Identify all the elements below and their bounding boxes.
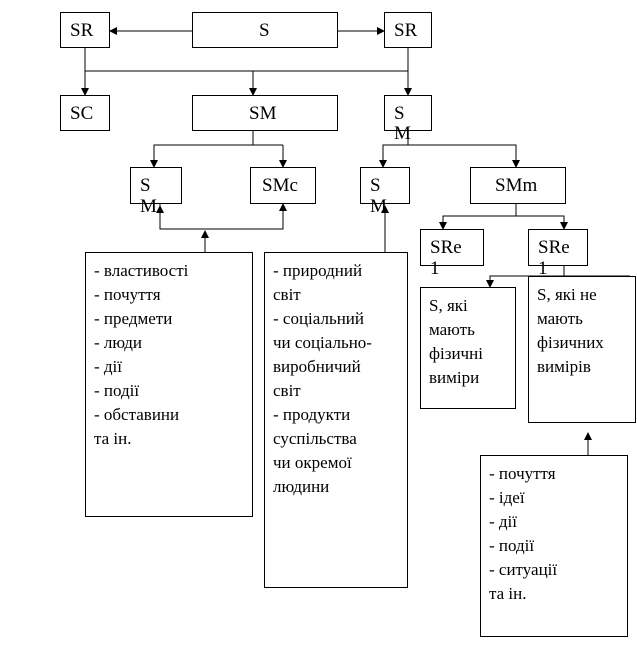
physical-box: S, які мають фізичні виміри — [420, 287, 516, 409]
bottom-right-list-box: - почуття - ідеї - дії - події - ситуаці… — [480, 455, 628, 637]
list-item: - предмети — [94, 309, 173, 328]
list-item: - соціальний — [273, 309, 365, 328]
list-item: людини — [273, 477, 330, 496]
nonphysical-box: S, які не мають фізичних вимірів — [528, 276, 636, 423]
sm-box: SM — [192, 95, 338, 131]
list-item: - ситуації — [489, 560, 558, 579]
sm-left-child-top: S — [140, 175, 151, 196]
s-top-box: S — [192, 12, 338, 48]
list-item: мають — [429, 320, 475, 339]
sm-mid-child-box: S M — [360, 167, 410, 217]
list-item: та ін. — [94, 429, 132, 448]
list-item: - дії — [94, 357, 123, 376]
sc-box: SC — [60, 95, 110, 131]
bottom-right-list: - почуття - ідеї - дії - події - ситуаці… — [489, 462, 557, 606]
list-item: - природний — [273, 261, 363, 280]
list-item: виробничий — [273, 357, 361, 376]
smm-label: SMm — [495, 175, 538, 196]
middle-list-box: - природний світ - соціальний чи соціаль… — [264, 252, 408, 588]
sr-left-box: SR — [60, 12, 110, 48]
line-sm-branch — [153, 131, 254, 167]
list-item: чи окремої — [273, 453, 352, 472]
list-item: виміри — [429, 368, 480, 387]
middle-list: - природний світ - соціальний чи соціаль… — [273, 259, 372, 499]
list-item: - обставини — [94, 405, 180, 424]
s-top-label: S — [259, 20, 270, 41]
sr-right-box: SR — [384, 12, 432, 48]
list-item: мають — [537, 309, 583, 328]
sr-left-label: SR — [70, 20, 94, 41]
smc-label: SMc — [262, 175, 298, 196]
sre2-box: SRe 1 — [528, 229, 588, 279]
list-item: - властивості — [94, 261, 189, 280]
list-item: - люди — [94, 333, 142, 352]
smm-box: SMm — [470, 167, 566, 204]
sm-right-label-bottom: M — [394, 123, 411, 144]
left-list: - властивості - почуття - предмети - люд… — [94, 259, 188, 451]
list-item: - продукти — [273, 405, 351, 424]
sre2-top: SRe — [538, 237, 570, 258]
physical-text: S, які мають фізичні виміри — [429, 294, 483, 390]
sre1-top: SRe — [430, 237, 462, 258]
list-item: чи соціально- — [273, 333, 372, 352]
list-item: фізичні — [429, 344, 483, 363]
sm-right-box: S M — [384, 95, 432, 144]
sm-mid-child-top: S — [370, 175, 381, 196]
list-item: - дії — [489, 512, 518, 531]
sm-left-child-box: S M — [130, 167, 182, 217]
sc-label: SC — [70, 103, 94, 124]
sre1-bottom: 1 — [430, 258, 440, 279]
list-item: світ — [273, 381, 301, 400]
left-list-box: - властивості - почуття - предмети - люд… — [85, 252, 253, 517]
list-item: - ідеї — [489, 488, 525, 507]
list-item: - почуття — [94, 285, 161, 304]
sm-label: SM — [249, 103, 277, 124]
line-sr-branch — [84, 48, 409, 72]
list-item: S, які — [429, 296, 468, 315]
list-item: - події — [94, 381, 140, 400]
sre1-box: SRe 1 — [420, 229, 484, 279]
list-item: фізичних — [537, 333, 604, 352]
list-item: та ін. — [489, 584, 527, 603]
sre2-bottom: 1 — [538, 258, 548, 279]
list-item: світ — [273, 285, 301, 304]
list-item: вимірів — [537, 357, 591, 376]
list-item: суспільства — [273, 429, 357, 448]
sm-mid-child-bottom: M — [370, 196, 387, 217]
sm-left-child-bottom: M — [140, 196, 157, 217]
sm-right-label-top: S — [394, 103, 405, 124]
list-item: - події — [489, 536, 535, 555]
smc-box: SMc — [250, 167, 316, 204]
sr-right-label: SR — [394, 20, 418, 41]
list-item: - почуття — [489, 464, 556, 483]
list-item: S, які не — [537, 285, 597, 304]
nonphysical-text: S, які не мають фізичних вимірів — [537, 283, 604, 379]
